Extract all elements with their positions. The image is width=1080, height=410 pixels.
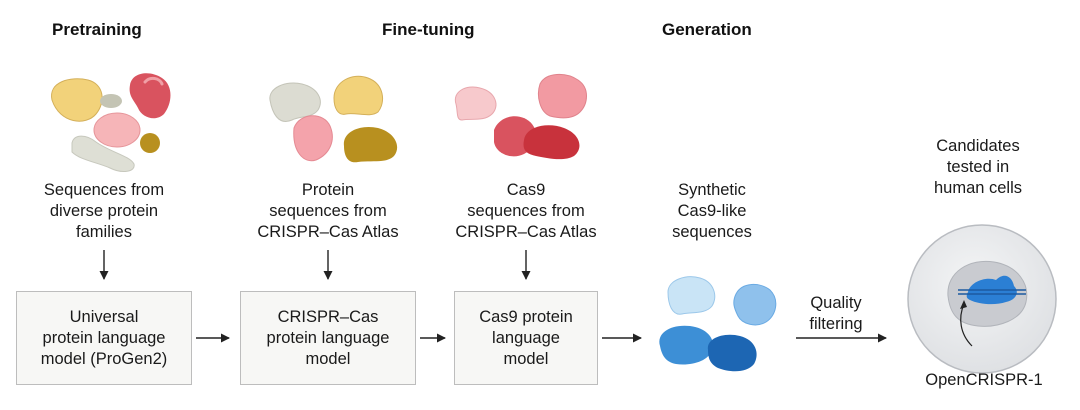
protein-blob: [51, 78, 103, 122]
box-line: protein language: [42, 328, 166, 347]
protein-blob: [269, 82, 321, 122]
label-line: sequences from: [269, 202, 387, 220]
callout-pointer-head: [960, 300, 967, 309]
protein-blob: [93, 112, 141, 148]
label-line: Quality: [810, 294, 862, 312]
protein-blob: [454, 86, 497, 121]
protein-blob: [100, 94, 122, 108]
cas9-protein-cluster: [454, 74, 587, 160]
label-line: diverse protein: [49, 202, 159, 220]
box-line: CRISPR–Cas: [277, 307, 379, 326]
box-line: Cas9 protein: [479, 307, 573, 326]
label-opencrispr: OpenCRISPR-1: [925, 371, 1043, 389]
protein-blob: [707, 334, 757, 372]
protein-blob: [343, 126, 398, 163]
label-protein-atlas: Protein sequences from CRISPR–Cas Atlas: [248, 180, 408, 243]
label-line: families: [76, 223, 132, 241]
label-line: tested in: [946, 158, 1010, 176]
header-pretraining: Pretraining: [52, 20, 142, 39]
label-line: Candidates: [936, 137, 1020, 155]
label-line: CRISPR–Cas Atlas: [455, 223, 597, 241]
protein-blob: [659, 325, 713, 365]
label-quality-filtering: Quality filtering: [790, 293, 882, 335]
box-universal-model: Universal protein language model (ProGen…: [16, 291, 192, 385]
protein-blob: [140, 133, 160, 153]
protein-blob: [143, 76, 164, 86]
box-line: language: [492, 328, 560, 347]
box-crispr-cas-model: CRISPR–Cas protein language model: [240, 291, 416, 385]
protein-blob: [293, 115, 333, 162]
box-line: model: [305, 349, 351, 368]
diverse-protein-cluster: [51, 73, 171, 172]
atlas-protein-cluster: [269, 75, 398, 163]
protein-blob: [537, 74, 587, 119]
label-line: Cas9: [506, 181, 546, 199]
label-line: Cas9-like: [677, 202, 747, 220]
label-diverse-sequences: Sequences from diverse protein families: [24, 180, 184, 243]
label-synthetic: Synthetic Cas9-like sequences: [652, 180, 772, 243]
box-line: model (ProGen2): [40, 349, 168, 368]
protein-blob: [71, 135, 135, 172]
synthetic-protein-cluster: [659, 276, 777, 372]
protein-blob: [667, 276, 716, 315]
label-line: human cells: [933, 179, 1023, 197]
label-line: CRISPR–Cas Atlas: [257, 223, 399, 241]
label-line: sequences: [672, 223, 752, 241]
label-line: sequences from: [467, 202, 585, 220]
protein-blob: [129, 73, 171, 119]
label-line: Sequences from: [43, 181, 165, 199]
header-finetuning: Fine-tuning: [382, 20, 475, 39]
header-generation: Generation: [662, 20, 752, 39]
protein-blob: [733, 284, 777, 326]
label-candidates: Candidates tested in human cells: [918, 136, 1038, 199]
label-line: Synthetic: [678, 181, 746, 199]
label-line: filtering: [809, 315, 863, 333]
box-cas9-model: Cas9 protein language model: [454, 291, 598, 385]
box-line: model: [503, 349, 549, 368]
label-cas9-atlas: Cas9 sequences from CRISPR–Cas Atlas: [446, 180, 606, 243]
protein-blob: [523, 125, 580, 160]
box-line: Universal: [69, 307, 139, 326]
human-cell: [907, 224, 1057, 374]
box-line: protein language: [266, 328, 390, 347]
protein-blob: [333, 75, 384, 116]
label-line: Protein: [301, 181, 355, 199]
